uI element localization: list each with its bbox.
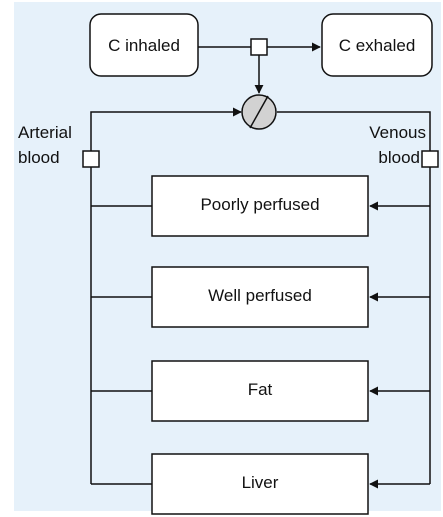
junction-to-venous-line: [277, 111, 431, 151]
compartment-well-perfused: [91, 266, 430, 328]
poorly-perfused-label: Poorly perfused: [200, 195, 320, 214]
mixing-junction-slash: [249, 95, 269, 129]
diagram-panel: [14, 2, 441, 511]
sampling-node-top: [250, 38, 268, 56]
c-inhaled-box: [89, 13, 199, 77]
arterial-to-junction-line: [90, 107, 242, 151]
liver-label: Liver: [241, 473, 279, 492]
well-perfused-label: Well perfused: [208, 286, 312, 305]
venous-label-line1: Venous: [369, 123, 426, 142]
compartment-liver: [91, 453, 430, 515]
venous-node: [421, 150, 439, 168]
c-exhaled-box: [321, 13, 433, 77]
venous-label-line2: blood: [378, 148, 420, 167]
compartment-poorly-perfused: [91, 175, 430, 237]
arterial-label-line1: Arterial: [18, 123, 72, 142]
compartment-fat: [91, 360, 430, 422]
c-inhaled-label: C inhaled: [108, 36, 180, 55]
c-exhaled-label: C exhaled: [338, 36, 416, 55]
fat-label: Fat: [247, 380, 273, 399]
arterial-node: [82, 150, 100, 168]
arterial-label-line2: blood: [18, 148, 60, 167]
